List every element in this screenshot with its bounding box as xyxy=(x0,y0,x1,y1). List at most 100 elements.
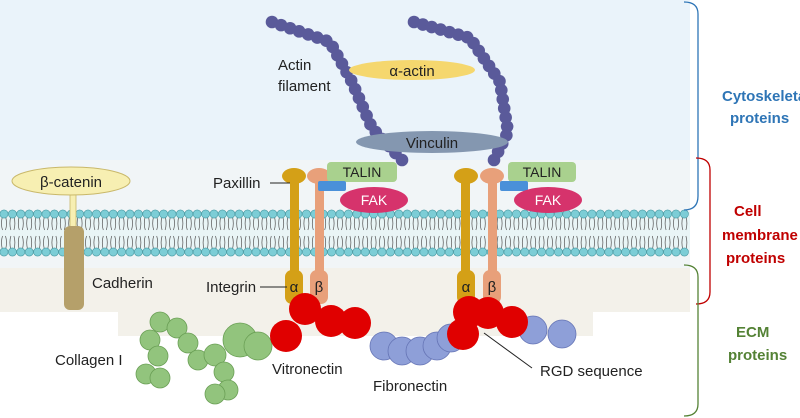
lipid-head xyxy=(436,247,446,257)
rgd-label: RGD sequence xyxy=(540,363,643,380)
collagen-bead xyxy=(204,383,226,405)
lipid-head xyxy=(83,247,93,257)
lipid-head xyxy=(570,209,580,219)
lipid-head xyxy=(133,209,143,219)
lipid-head xyxy=(419,209,429,219)
lipid-head xyxy=(512,209,521,219)
lipid-head xyxy=(7,209,17,219)
lipid-head xyxy=(108,209,118,219)
collagen-beads xyxy=(135,311,273,405)
lipid-head xyxy=(184,247,194,257)
lipid-head xyxy=(671,209,681,219)
rgd-bead xyxy=(496,306,528,338)
lipid-head xyxy=(680,209,689,219)
rgd-bead xyxy=(472,297,504,329)
lipid-head xyxy=(570,247,580,257)
lipid-head xyxy=(444,247,454,257)
lipid-head xyxy=(150,247,160,257)
actin-bead xyxy=(487,153,501,167)
lipid-head xyxy=(596,247,605,257)
lipid-head xyxy=(503,247,513,257)
paxillin-left xyxy=(318,181,346,191)
lipid-head xyxy=(621,247,630,257)
vinculin-label: Vinculin xyxy=(406,135,458,152)
lipid-head xyxy=(352,247,362,257)
lipid-head xyxy=(453,247,462,257)
alpha-actin-shape xyxy=(349,60,475,80)
lipid-head xyxy=(663,247,672,257)
fak-right xyxy=(514,187,582,213)
integrin-beta-label-right: β xyxy=(488,279,497,296)
lipid-head xyxy=(545,247,555,257)
fak-label-left: FAK xyxy=(361,192,388,208)
lipid-head xyxy=(209,209,219,219)
lipid-head xyxy=(259,247,269,257)
lipid-head xyxy=(92,247,101,257)
lipid-head xyxy=(663,209,672,219)
lipid-head xyxy=(621,209,630,219)
lipid-head xyxy=(209,247,219,257)
lipid-head xyxy=(343,247,353,257)
lipid-head xyxy=(478,209,488,219)
actin-filament-label-line2: filament xyxy=(278,78,331,95)
lipid-head xyxy=(117,209,126,219)
lipid-head xyxy=(604,247,614,257)
category-membrane-line2: membrane xyxy=(722,227,798,244)
lipid-head xyxy=(108,247,118,257)
lipid-head xyxy=(419,247,429,257)
lipid-head xyxy=(175,247,185,257)
lipid-head xyxy=(427,209,437,219)
vinculin-shape xyxy=(356,131,508,153)
integrin-beta-body-left xyxy=(310,270,328,304)
rgd-beads xyxy=(447,296,528,350)
lipid-head xyxy=(612,209,622,219)
lipid-head xyxy=(150,209,160,219)
lipid-head xyxy=(167,209,177,219)
talin-label-right: TALIN xyxy=(523,164,562,180)
lipid-head xyxy=(125,247,135,257)
lipid-head xyxy=(562,247,572,257)
lipid-head xyxy=(251,209,261,219)
lipid-head xyxy=(638,209,647,219)
lipid-head xyxy=(327,247,336,257)
integrin-label: Integrin xyxy=(206,279,256,296)
lipid-head xyxy=(243,209,252,219)
category-membrane-line3: proteins xyxy=(726,250,785,267)
category-cytoskeletal-line1: Cytoskeletal xyxy=(722,88,800,105)
lipid-head xyxy=(16,247,26,257)
integrin-alpha-label-left: α xyxy=(290,279,299,296)
lipid-head xyxy=(629,209,639,219)
lipid-head xyxy=(469,247,479,257)
lipid-bilayer xyxy=(0,209,690,257)
lipid-head xyxy=(671,247,681,257)
lipid-head xyxy=(587,247,597,257)
lipid-head xyxy=(537,247,546,257)
lipid-head xyxy=(201,209,210,219)
lipid-head xyxy=(192,247,202,257)
cadherin-label: Cadherin xyxy=(92,275,153,292)
lipid-head xyxy=(528,247,538,257)
lipid-head xyxy=(83,209,93,219)
lipid-head xyxy=(41,209,51,219)
lipid-head xyxy=(226,247,236,257)
lipid-head xyxy=(159,209,168,219)
lipid-head xyxy=(92,209,101,219)
bilayer-core xyxy=(0,212,690,254)
lipid-head xyxy=(217,247,227,257)
lipid-head xyxy=(175,209,185,219)
category-membrane-line1: Cell xyxy=(734,203,762,220)
collagen-bead xyxy=(147,345,169,367)
lipid-head xyxy=(159,247,168,257)
category-ecm-line2: proteins xyxy=(728,347,787,364)
lipid-head xyxy=(33,209,42,219)
integrin-alpha-body-right xyxy=(457,270,475,304)
lipid-head xyxy=(217,209,227,219)
lipid-head xyxy=(50,209,59,219)
lipid-head xyxy=(24,247,34,257)
lipid-head xyxy=(100,209,110,219)
lipid-head xyxy=(503,209,513,219)
lipid-head xyxy=(24,209,34,219)
lipid-head xyxy=(579,209,588,219)
lipid-head xyxy=(75,209,84,219)
